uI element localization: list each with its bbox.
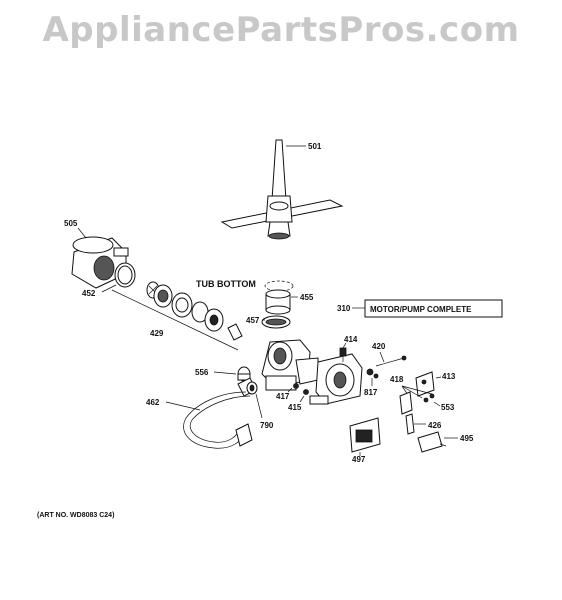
label-415: 415 [288,403,302,412]
switch-497[interactable] [349,417,381,453]
motor-pump-complete-label: MOTOR/PUMP COMPLETE [370,305,472,314]
part-556[interactable] [237,366,251,382]
motor[interactable] [309,353,363,405]
pump-body[interactable] [261,339,319,391]
label-817: 817 [364,388,378,397]
label-420: 420 [372,342,386,351]
part-426[interactable] [405,413,415,435]
spray-arm[interactable] [220,139,344,240]
motor-pump-complete-box [364,299,503,318]
art-number: (ART NO. WD8083 C24) [37,512,115,519]
label-790: 790 [260,421,274,430]
tub-bottom-label: TUB BOTTOM [196,279,256,289]
hose-462[interactable] [183,377,257,449]
seal-455[interactable] [265,289,291,315]
label-501: 501 [308,142,322,151]
label-418: 418 [390,375,404,384]
label-429: 429 [150,329,164,338]
wire-420[interactable] [375,355,407,367]
housing-505[interactable] [71,236,129,289]
ring-457[interactable] [261,315,291,329]
label-414: 414 [344,335,358,344]
label-452: 452 [82,289,96,298]
screw-415[interactable] [303,389,309,395]
label-310: 310 [337,304,351,313]
label-497: 497 [352,455,366,464]
label-556: 556 [195,368,209,377]
label-417: 417 [276,392,290,401]
label-495: 495 [460,434,474,443]
screws-553[interactable] [399,391,435,415]
label-413: 413 [442,372,456,381]
label-553: 553 [441,403,455,412]
label-462: 462 [146,398,160,407]
connector-495[interactable] [417,431,447,453]
chopper-parts-429[interactable] [146,281,243,341]
clamp-790[interactable] [246,381,258,395]
label-455: 455 [300,293,314,302]
label-457: 457 [246,316,260,325]
label-505: 505 [64,219,78,228]
fastener-817[interactable] [366,368,379,379]
clamp-452[interactable] [114,262,136,288]
label-426: 426 [428,421,442,430]
watermark: AppliancePartsPros.com [42,10,520,50]
screw-417[interactable] [293,383,299,389]
